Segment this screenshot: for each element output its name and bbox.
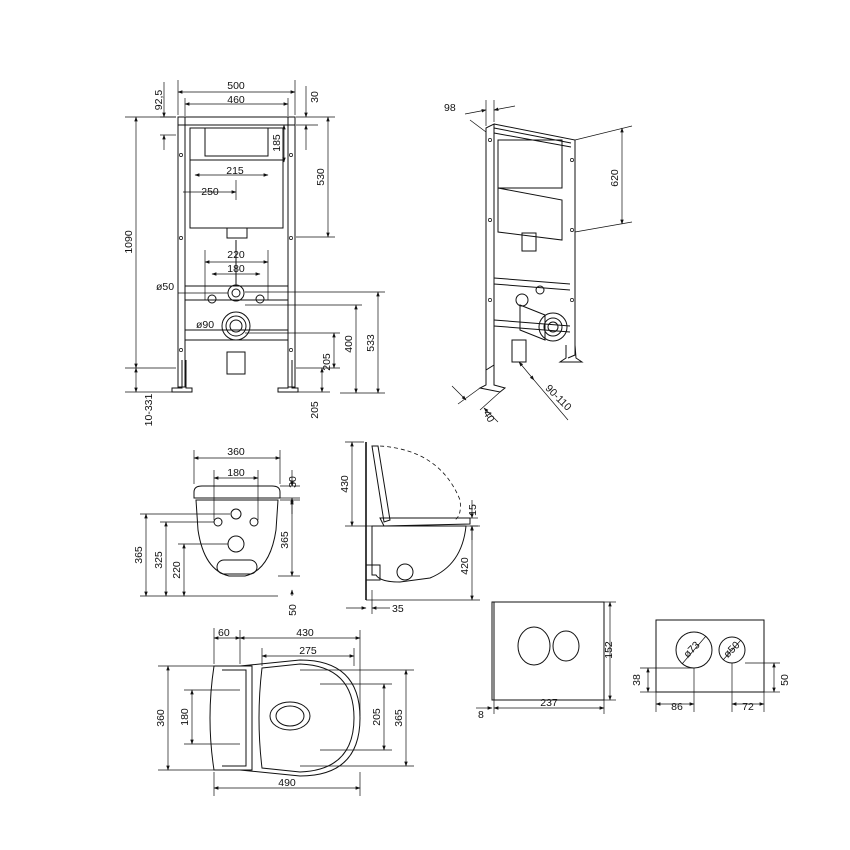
dim-530: 530 bbox=[315, 168, 327, 186]
bowl-dim-365-right: 365 bbox=[279, 531, 291, 549]
frame-front-view: 500 460 92,5 30 185 530 215 250 1090 bbox=[123, 80, 385, 426]
dim-205: 205 bbox=[321, 353, 333, 371]
top-dim-360: 360 bbox=[155, 709, 167, 727]
side-rail-front bbox=[485, 123, 495, 371]
plate-dim-38: 38 bbox=[631, 674, 643, 686]
flush-button-large bbox=[517, 626, 551, 666]
top-dim-180: 180 bbox=[179, 708, 191, 726]
cistern-outlet bbox=[226, 227, 248, 239]
bowl-dim-220: 220 bbox=[171, 561, 183, 579]
frame-right-foot bbox=[277, 360, 299, 393]
flush-plate-body bbox=[493, 601, 605, 701]
label-o50-plate: ø50 bbox=[721, 639, 742, 660]
top-dim-490: 490 bbox=[278, 777, 296, 789]
dim-1090: 1090 bbox=[123, 230, 135, 254]
side-dim-35: 35 bbox=[392, 603, 404, 615]
dim-40: 40 bbox=[480, 408, 496, 424]
dim-98: 98 bbox=[444, 102, 456, 114]
frame-left-foot bbox=[171, 360, 193, 393]
dim-460: 460 bbox=[227, 94, 245, 106]
side-frame-outline bbox=[493, 123, 576, 359]
seat-side bbox=[379, 517, 471, 527]
frame-left-rail bbox=[177, 116, 186, 388]
plate-dim-50: 50 bbox=[779, 674, 791, 686]
flush-button-small bbox=[552, 630, 580, 662]
side-drain-outer bbox=[538, 312, 568, 342]
dim-533: 533 bbox=[365, 334, 377, 352]
label-o90: ø90 bbox=[196, 319, 214, 331]
bowl-dim-50: 50 bbox=[287, 604, 299, 616]
dim-215: 215 bbox=[226, 165, 244, 177]
drain-elbow bbox=[226, 351, 246, 375]
dim-185: 185 bbox=[271, 134, 283, 152]
side-dim-15: 15 bbox=[467, 504, 479, 516]
plate-dim-8: 8 bbox=[478, 709, 484, 721]
top-dim-430: 430 bbox=[296, 627, 314, 639]
water-inlet bbox=[227, 284, 245, 302]
side-dim-420: 420 bbox=[459, 557, 471, 575]
bowl-side-body bbox=[371, 525, 467, 583]
dim-92-5: 92,5 bbox=[153, 90, 165, 111]
label-o50: ø50 bbox=[156, 281, 174, 293]
label-o73: ø73 bbox=[681, 639, 702, 660]
top-dim-60: 60 bbox=[218, 627, 230, 639]
bowl-front-body bbox=[195, 499, 279, 577]
side-cistern bbox=[497, 139, 563, 189]
top-dim-205: 205 bbox=[371, 708, 383, 726]
top-view-bowl-opening bbox=[269, 701, 311, 731]
plate-dim-152: 152 bbox=[603, 641, 615, 659]
raised-seat-lid bbox=[371, 445, 391, 523]
bowl-dim-365-left: 365 bbox=[133, 546, 145, 564]
flush-plate-front: 152 237 8 bbox=[476, 601, 616, 721]
bowl-front-seat bbox=[193, 485, 281, 499]
bowl-top-view: 60 430 275 360 180 205 365 490 bbox=[155, 627, 414, 796]
dim-205-lower: 205 bbox=[309, 401, 321, 419]
dim-10-331: 10-331 bbox=[143, 393, 155, 426]
dim-400: 400 bbox=[343, 335, 355, 353]
bowl-dim-325: 325 bbox=[153, 551, 165, 569]
frame-top-bar bbox=[177, 116, 296, 126]
plate-dim-72: 72 bbox=[742, 701, 754, 713]
dim-30: 30 bbox=[309, 91, 321, 103]
flush-plate-outline: ø73 ø50 38 86 72 50 bbox=[631, 619, 791, 713]
dim-620: 620 bbox=[609, 169, 621, 187]
plate-cutout bbox=[655, 619, 765, 693]
bowl-dim-30: 30 bbox=[287, 476, 299, 488]
plate-dim-86: 86 bbox=[671, 701, 683, 713]
bowl-front-view: 360 180 30 365 325 220 365 50 bbox=[133, 446, 300, 616]
top-dim-275: 275 bbox=[299, 645, 317, 657]
top-view-tank-end bbox=[209, 665, 253, 771]
plate-dim-237: 237 bbox=[540, 697, 558, 709]
bowl-dim-360: 360 bbox=[227, 446, 245, 458]
bowl-dim-180: 180 bbox=[227, 467, 245, 479]
top-dim-365: 365 bbox=[393, 709, 405, 727]
cistern-opening bbox=[204, 127, 269, 157]
dim-500: 500 bbox=[227, 80, 245, 92]
dim-250: 250 bbox=[201, 186, 219, 198]
dim-180: 180 bbox=[227, 263, 245, 275]
frame-side-view: 98 620 40 90-110 bbox=[444, 100, 633, 425]
drain-pipe bbox=[221, 311, 251, 341]
top-view-seat-outline bbox=[239, 659, 361, 777]
cistern bbox=[189, 127, 284, 229]
bowl-side-view: 430 15 420 35 bbox=[339, 441, 480, 615]
side-dim-430: 430 bbox=[339, 475, 351, 493]
frame-right-rail bbox=[287, 116, 296, 388]
dim-220: 220 bbox=[227, 249, 245, 261]
